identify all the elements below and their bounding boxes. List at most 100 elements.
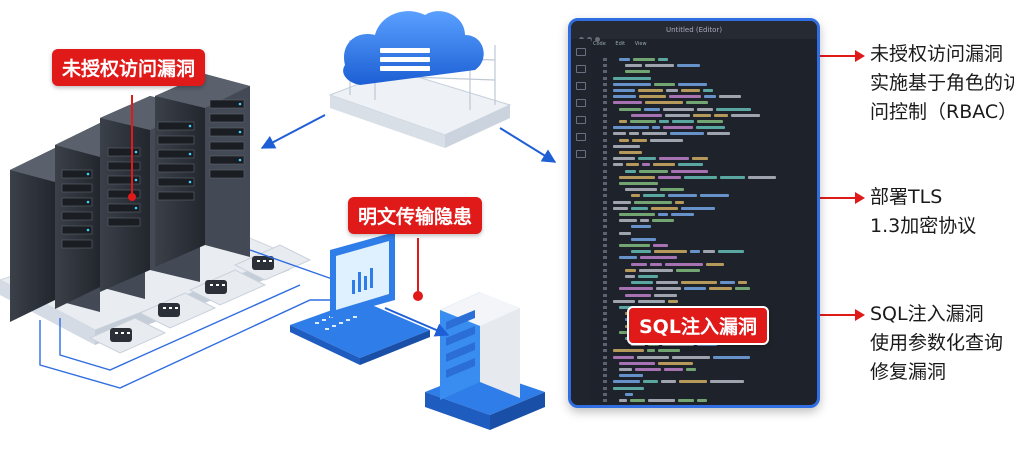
line-number: [595, 157, 607, 161]
code-token: [697, 120, 723, 123]
code-token: [731, 113, 760, 117]
code-token: [631, 194, 640, 198]
line-number: [595, 306, 607, 309]
code-token: [676, 268, 700, 272]
code-token: [613, 206, 628, 210]
code-line: [595, 373, 805, 379]
code-token: [738, 281, 747, 285]
code-token: [613, 163, 623, 167]
callout-rbac-line2: 实施基于角色的访: [870, 72, 1014, 94]
code-token: [635, 368, 661, 371]
line-number: [595, 163, 607, 167]
code-token: [613, 299, 635, 303]
tab-view[interactable]: View: [634, 41, 647, 47]
code-token: [665, 113, 690, 117]
code-token: [619, 151, 642, 154]
code-token: [639, 268, 673, 272]
code-token: [713, 355, 750, 359]
line-number: [595, 126, 607, 130]
line-number: [595, 361, 607, 365]
line-number: [595, 281, 607, 285]
code-line: [595, 175, 805, 181]
code-line: [595, 181, 805, 187]
code-token: [619, 213, 655, 216]
code-line: [595, 69, 805, 75]
code-token: [625, 169, 636, 173]
code-line: [595, 57, 805, 63]
code-line: [595, 100, 805, 106]
extensions-icon[interactable]: [576, 116, 586, 124]
code-token: [659, 157, 689, 161]
code-token: [659, 120, 669, 123]
callout-sqli-fix-line2: 使用参数化查询: [870, 332, 1004, 354]
code-token: [679, 380, 707, 384]
line-number: [595, 386, 607, 390]
code-token: [714, 113, 728, 117]
settings-icon[interactable]: [576, 150, 586, 158]
code-token: [654, 82, 675, 86]
line-number: [595, 244, 607, 247]
code-token: [642, 163, 650, 167]
editor-tabs: Code Edit View: [593, 41, 655, 53]
code-line: [595, 76, 805, 82]
code-token: [613, 380, 640, 384]
code-line: [595, 268, 805, 274]
code-token: [697, 399, 707, 402]
code-line: [595, 169, 805, 175]
code-token: [668, 299, 678, 303]
code-token: [658, 175, 681, 179]
code-token: [720, 175, 745, 179]
code-token: [619, 182, 658, 185]
code-token: [647, 349, 655, 353]
tab-edit[interactable]: Edit: [615, 41, 626, 47]
code-token: [707, 132, 730, 136]
line-number: [595, 231, 607, 235]
code-token: [709, 287, 732, 291]
code-token: [631, 281, 653, 285]
code-token: [671, 213, 694, 216]
line-number: [595, 287, 607, 291]
code-line: [595, 150, 805, 156]
code-line: [595, 361, 805, 367]
code-token: [638, 89, 663, 92]
line-number: [595, 58, 607, 61]
code-token: [697, 107, 713, 111]
callout-tls-line1: 部署TLS: [870, 186, 943, 208]
code-token: [638, 275, 658, 278]
code-token: [619, 231, 631, 235]
code-token: [664, 368, 683, 371]
code-token: [619, 219, 637, 223]
code-token: [678, 82, 707, 86]
code-line: [595, 63, 805, 69]
debug-icon[interactable]: [576, 99, 586, 107]
code-token: [619, 120, 627, 123]
line-number: [595, 299, 607, 303]
code-area[interactable]: [595, 57, 811, 402]
callout-sqli-fix: SQL注入漏洞 使用参数化查询 修复漏洞: [870, 300, 1003, 387]
terminal-icon[interactable]: [576, 133, 586, 141]
code-line: [595, 224, 805, 230]
git-icon[interactable]: [576, 82, 586, 90]
code-token: [613, 101, 642, 105]
tab-code[interactable]: Code: [593, 41, 606, 47]
files-icon[interactable]: [576, 48, 586, 56]
code-line: [595, 386, 805, 392]
code-token: [661, 380, 676, 384]
code-token: [675, 200, 684, 204]
code-token: [613, 144, 640, 148]
line-number: [595, 368, 607, 371]
line-number: [595, 250, 607, 254]
line-number: [595, 76, 607, 80]
code-token: [642, 132, 667, 136]
line-number: [595, 343, 607, 347]
code-token: [681, 281, 717, 285]
unauthorized-marker: [128, 193, 136, 201]
search-icon[interactable]: [576, 65, 586, 73]
line-number: [595, 188, 607, 192]
code-line: [595, 348, 805, 354]
code-token: [720, 281, 735, 285]
code-token: [654, 250, 687, 254]
code-line: [595, 187, 805, 193]
code-token: [653, 244, 668, 247]
code-token: [613, 386, 644, 390]
